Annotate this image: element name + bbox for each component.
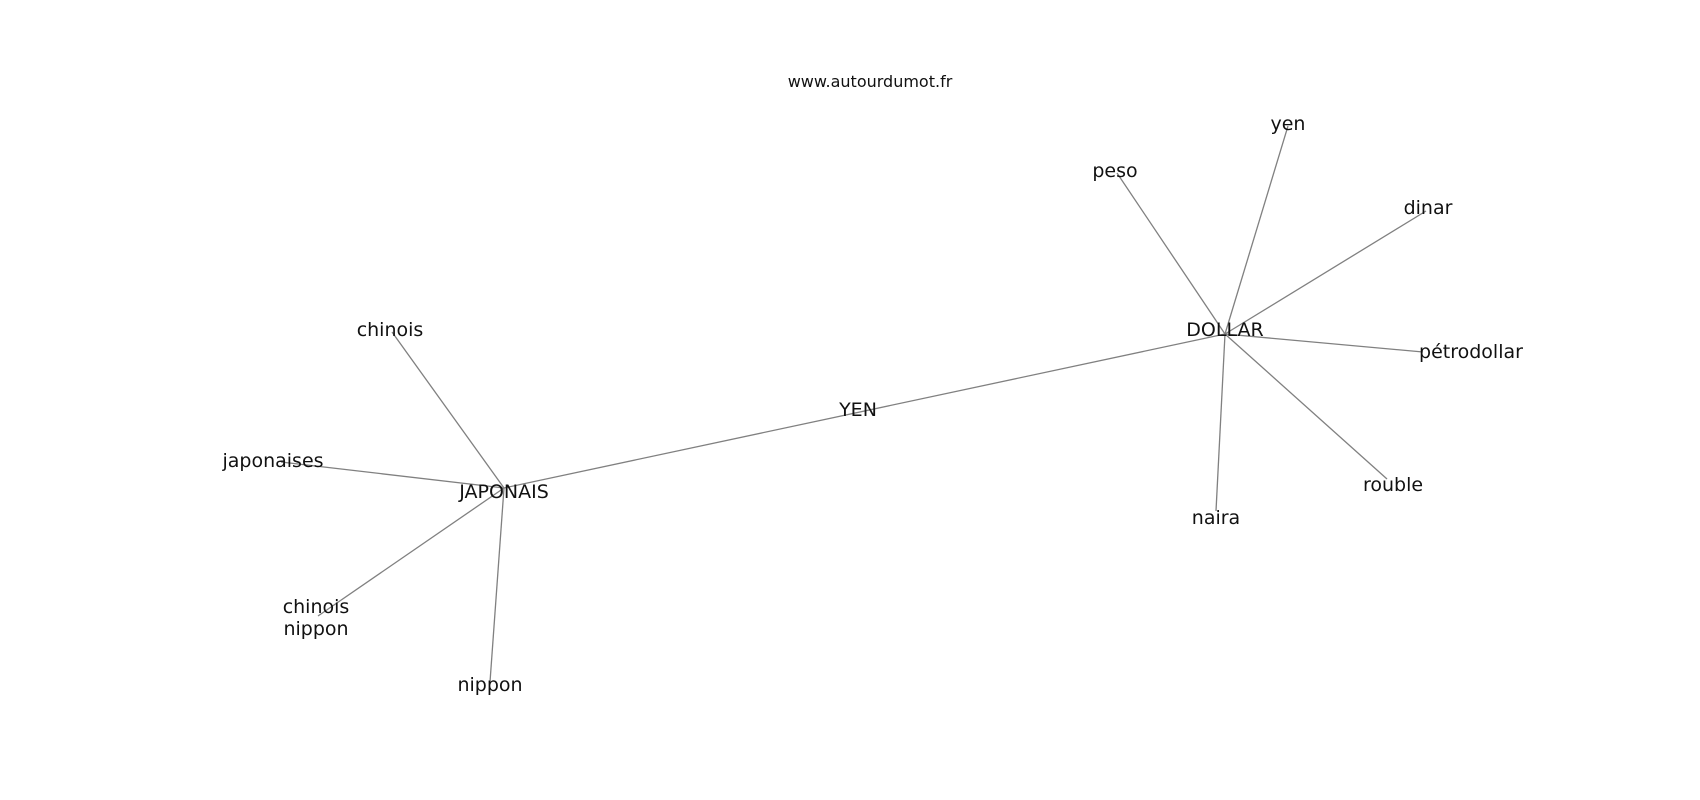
node-peso[interactable]: peso: [1092, 160, 1137, 182]
node-yen[interactable]: yen: [1271, 113, 1306, 135]
node-nippon[interactable]: nippon: [457, 674, 522, 696]
node-japonais[interactable]: JAPONAIS: [458, 481, 549, 503]
edge-japonais-nippon: [489, 487, 505, 683]
edge-dollar-dinar: [1224, 210, 1427, 335]
edge-japonais-chinois-nippon: [317, 487, 505, 617]
graph-edges: [280, 125, 1427, 683]
node-dollar[interactable]: DOLLAR: [1186, 319, 1263, 341]
node-dinar[interactable]: dinar: [1404, 197, 1453, 219]
node-petrodollar[interactable]: pétrodollar: [1419, 341, 1523, 363]
edge-dollar-petrodollar: [1224, 333, 1424, 353]
node-chinois[interactable]: chinois: [357, 319, 424, 341]
node-naira[interactable]: naira: [1192, 507, 1240, 529]
graph-nodes: YEN JAPONAIS DOLLAR chinois japonaises chinoi…: [221, 113, 1523, 696]
edge-dollar-rouble: [1224, 333, 1388, 480]
edge-dollar-naira: [1215, 333, 1226, 512]
site-url-label[interactable]: www.autourdumot.fr: [788, 72, 953, 91]
node-yen-center[interactable]: YEN: [838, 399, 877, 421]
edge-dollar-peso: [1116, 172, 1226, 335]
edge-japonais-japonaises: [280, 461, 505, 489]
node-japonaises[interactable]: japonaises: [221, 450, 323, 472]
edge-japonais-dollar: [503, 333, 1226, 489]
edge-dollar-yen: [1224, 125, 1289, 335]
node-rouble[interactable]: rouble: [1363, 474, 1423, 496]
edge-japonais-chinois: [391, 331, 505, 489]
